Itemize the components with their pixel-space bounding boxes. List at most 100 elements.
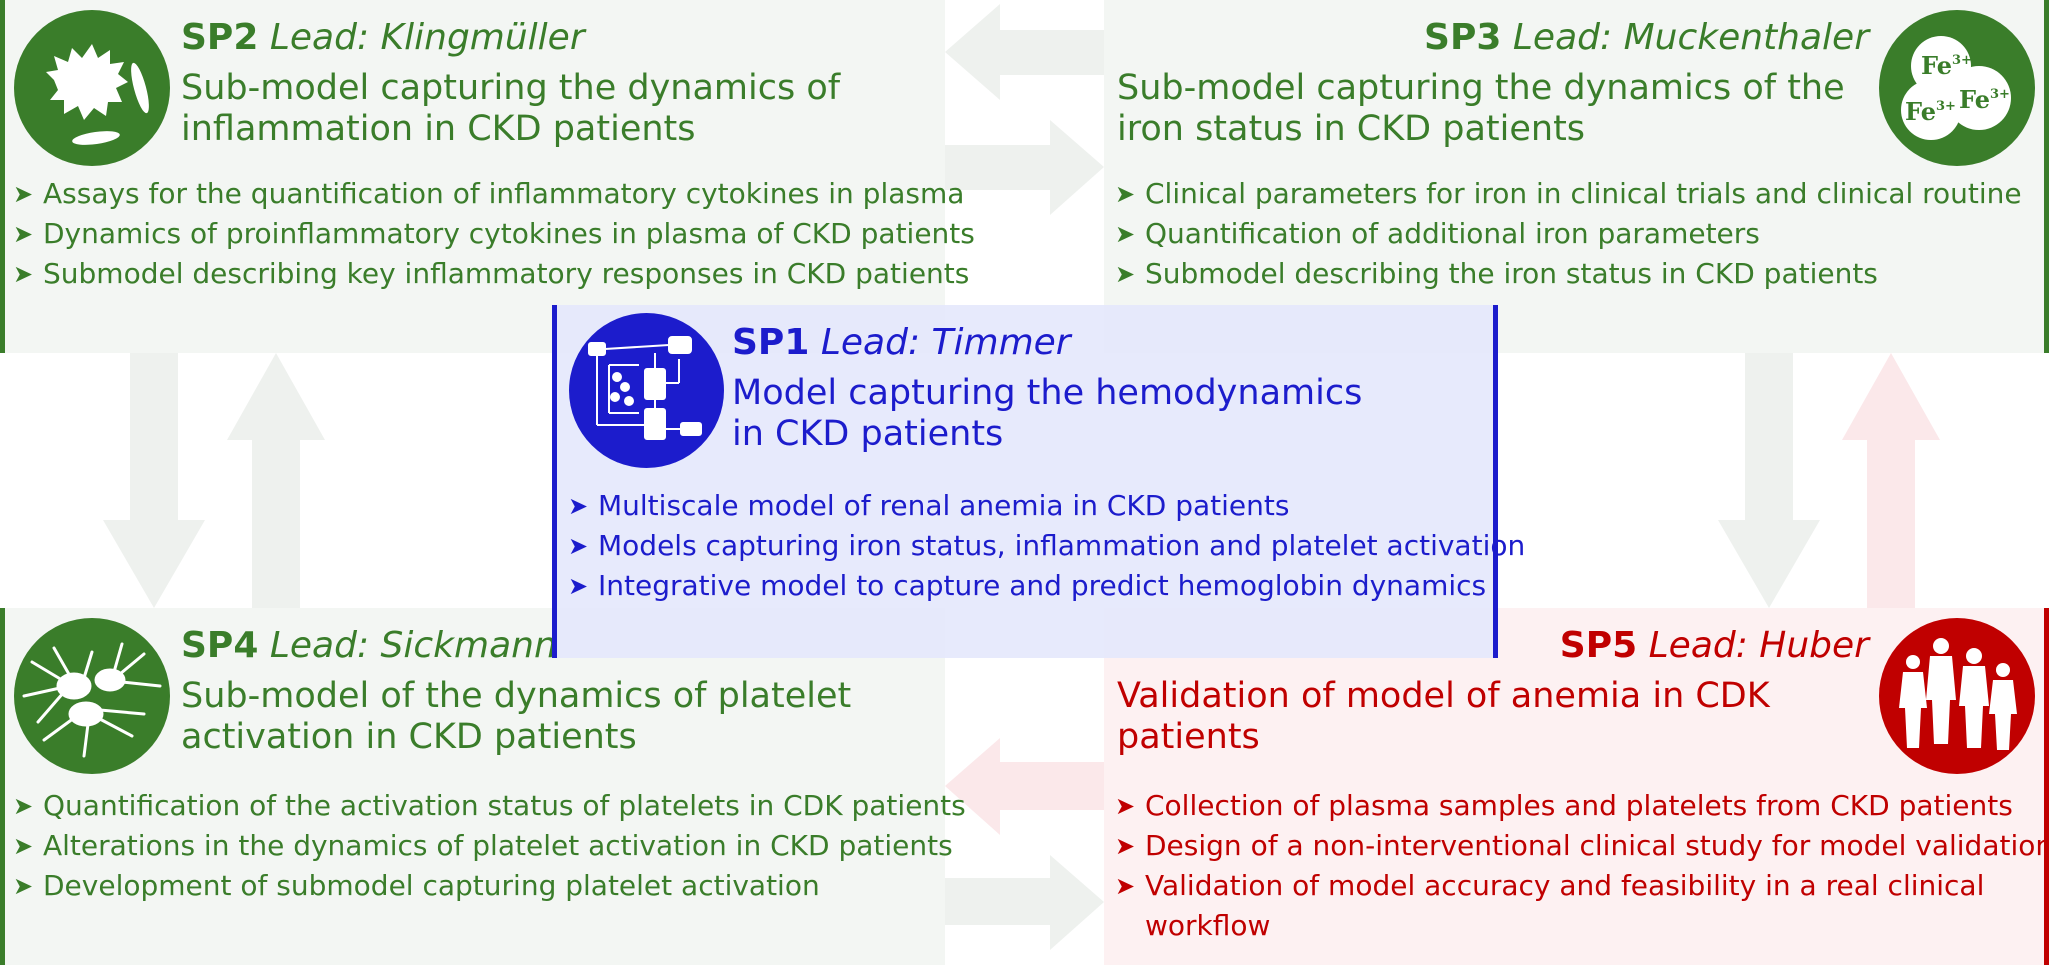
sp4-title-line-2: activation in CKD patients (181, 717, 637, 757)
sp5-bullet-text: Design of a non-interventional clinical … (1145, 829, 2049, 862)
network-diagram-icon (588, 336, 702, 440)
bullet-arrow-icon: ➤ (13, 872, 34, 900)
sp2-bullet-text: Assays for the quantification of inflamm… (43, 177, 965, 210)
svg-text:Fe3+: Fe3+ (1905, 97, 1956, 126)
bullet-arrow-icon: ➤ (13, 260, 34, 288)
sp4-bullet: ➤ Development of submodel capturing plate… (13, 866, 966, 906)
sp2-icon-circle (14, 10, 170, 166)
sp5-bullet: ➤ Validation of model accuracy and feasib… (1115, 866, 2049, 906)
sp1-bullet-text: Integrative model to capture and predict… (598, 569, 1487, 602)
sp2-bullet: ➤ Assays for the quantification of inflam… (13, 174, 975, 214)
sp3-title-line-2: iron status in CKD patients (1117, 109, 1586, 149)
sp5-icon-circle (1879, 618, 2035, 774)
sp4-title-line-1: Sub-model of the dynamics of platelet (181, 676, 852, 716)
sp3-bullet: ➤ Clinical parameters for iron in clinica… (1115, 174, 2022, 214)
sp4-bullet: ➤ Quantification of the activation status… (13, 786, 966, 826)
patients-icon (1899, 638, 2017, 750)
sp5-lead: Lead: Huber (1648, 625, 1869, 666)
sp5-title: Validation of model of anemia in CDK pat… (1117, 676, 1770, 758)
sp3-title-line-1: Sub-model capturing the dynamics of the (1117, 68, 1845, 108)
bullet-arrow-icon: ➤ (1115, 792, 1136, 820)
sp2-bullet-text: Submodel describing key inflammatory res… (43, 257, 970, 290)
sp5-bullet-list: ➤ Collection of plasma samples and platel… (1115, 786, 2049, 946)
sp1-bullet: ➤ Integrative model to capture and predic… (568, 566, 1525, 606)
sp2-title: Sub-model capturing the dynamics of infl… (181, 68, 840, 150)
bullet-arrow-icon: ➤ (1115, 220, 1136, 248)
arrow-sp5-to-sp3 (1842, 353, 1940, 608)
sp4-bullet-text: Development of submodel capturing platel… (43, 869, 820, 902)
arrow-sp4-to-sp5 (945, 855, 1104, 950)
arrow-sp5-to-sp4 (945, 738, 1104, 835)
sp4-bullet-list: ➤ Quantification of the activation status… (13, 786, 966, 906)
sp4-panel: SP4 Lead: Sickmann Sub-model of the dyna… (0, 608, 966, 965)
bullet-arrow-icon: ➤ (13, 792, 34, 820)
svg-text:Fe3+: Fe3+ (1959, 85, 2010, 114)
sp3-bullet-text: Quantification of additional iron parame… (1145, 217, 1760, 250)
sp1-bullet: ➤ Models capturing iron status, inflammat… (568, 526, 1525, 566)
sp5-bullet: ➤ Design of a non-interventional clinical… (1115, 826, 2049, 866)
sp3-code: SP3 (1424, 17, 1502, 58)
arrow-sp4-to-sp2 (227, 353, 325, 608)
sp3-heading: SP3 Lead: Muckenthaler (1424, 18, 1869, 58)
sp3-bullet-text: Clinical parameters for iron in clinical… (1145, 177, 2022, 210)
bullet-arrow-icon: ➤ (568, 572, 589, 600)
bullet-arrow-icon: ➤ (13, 180, 34, 208)
bullet-arrow-icon: ➤ (568, 492, 589, 520)
arrow-sp3-to-sp2 (945, 4, 1104, 100)
bullet-arrow-icon: ➤ (1115, 260, 1136, 288)
sp2-bullet-list: ➤ Assays for the quantification of inflam… (13, 174, 975, 294)
sp4-bullet-text: Alterations in the dynamics of platelet … (43, 829, 953, 862)
sp3-title: Sub-model capturing the dynamics of the … (1117, 68, 1845, 150)
sp5-bullet-continuation: workflow (1115, 906, 2049, 946)
sp2-bullet-text: Dynamics of proinflammatory cytokines in… (43, 217, 975, 250)
sp2-title-line-2: inflammation in CKD patients (181, 109, 696, 149)
sp1-title-line-1: Model capturing the hemodynamics (732, 373, 1363, 413)
iron-ions-icon: Fe3+ Fe3+ Fe3+ (1901, 36, 2011, 140)
sp3-lead: Lead: Muckenthaler (1512, 17, 1869, 58)
bullet-arrow-icon: ➤ (1115, 832, 1136, 860)
sp3-bullet: ➤ Submodel describing the iron status in … (1115, 254, 2022, 294)
sp5-bullet: ➤ Collection of plasma samples and platel… (1115, 786, 2049, 826)
sp5-title-line-2: patients (1117, 717, 1260, 757)
sp5-bullet-text: Collection of plasma samples and platele… (1145, 789, 2013, 822)
sp5-bullet-text: Validation of model accuracy and feasibi… (1145, 869, 1985, 902)
sp1-bullet-text: Models capturing iron status, inflammati… (598, 529, 1526, 562)
arrow-sp2-to-sp4 (103, 353, 205, 608)
bullet-arrow-icon: ➤ (568, 532, 589, 560)
sp1-code: SP1 (732, 322, 810, 363)
sp5-title-line-1: Validation of model of anemia in CDK (1117, 676, 1770, 716)
sp1-title-line-2: in CKD patients (732, 414, 1004, 454)
bullet-arrow-icon: ➤ (13, 832, 34, 860)
sp2-bullet: ➤ Dynamics of proinflammatory cytokines i… (13, 214, 975, 254)
sp4-bullet: ➤ Alterations in the dynamics of platelet… (13, 826, 966, 866)
sp3-bullet: ➤ Quantification of additional iron param… (1115, 214, 2022, 254)
sp2-heading: SP2 Lead: Klingmüller (181, 18, 585, 58)
sp4-lead: Lead: Sickmann (269, 625, 557, 666)
sp5-bullet-text: workflow (1145, 909, 1271, 942)
sp2-title-line-1: Sub-model capturing the dynamics of (181, 68, 841, 108)
sp5-heading: SP5 Lead: Huber (1560, 626, 1869, 666)
sp4-icon-circle (14, 618, 170, 774)
sp2-lead: Lead: Klingmüller (269, 17, 585, 58)
bullet-arrow-icon: ➤ (13, 220, 34, 248)
arrow-sp3-to-sp5 (1718, 353, 1820, 608)
sp4-code: SP4 (181, 625, 259, 666)
sp4-bullet-text: Quantification of the activation status … (43, 789, 966, 822)
sp1-bullet-text: Multiscale model of renal anemia in CKD … (598, 489, 1290, 522)
bullet-arrow-icon: ➤ (1115, 180, 1136, 208)
sp3-bullet-text: Submodel describing the iron status in C… (1145, 257, 1878, 290)
bullet-arrow-icon: ➤ (1115, 872, 1136, 900)
sp2-code: SP2 (181, 17, 259, 58)
sp3-icon-circle: Fe3+ Fe3+ Fe3+ (1879, 10, 2035, 166)
sp1-lead: Lead: Timmer (820, 322, 1071, 363)
sp1-bullet: ➤ Multiscale model of renal anemia in CKD… (568, 486, 1525, 526)
sp5-code: SP5 (1559, 625, 1638, 666)
sp4-title: Sub-model of the dynamics of platelet ac… (181, 676, 851, 758)
sp1-panel: SP1 Lead: Timmer Model capturing the hem… (552, 305, 1525, 658)
sp3-panel: Fe3+ Fe3+ Fe3+ SP3 Lead: Muckenthaler Su… (1104, 0, 2049, 353)
sp1-icon-circle (569, 313, 724, 468)
sp1-bullet-list: ➤ Multiscale model of renal anemia in CKD… (568, 486, 1525, 606)
sp3-bullet-list: ➤ Clinical parameters for iron in clinica… (1115, 174, 2022, 294)
immune-cell-icon (46, 44, 149, 145)
